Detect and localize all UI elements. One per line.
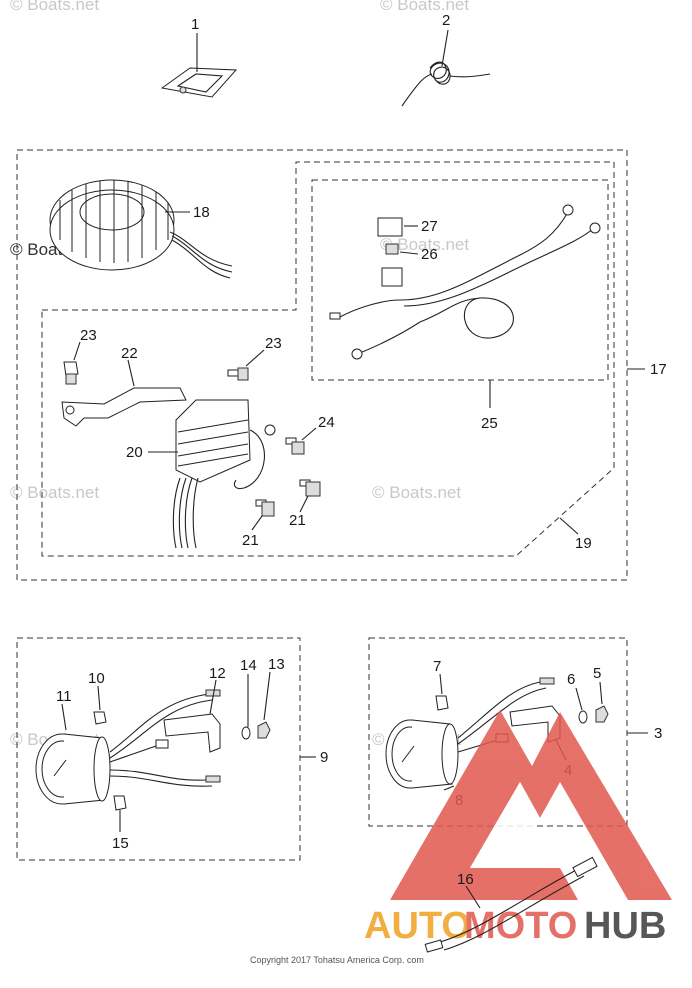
part-23-screw xyxy=(227,367,249,381)
part-13-nut xyxy=(257,721,271,739)
part-23-bolt xyxy=(63,361,79,385)
watermark: © Boats.net xyxy=(380,235,469,254)
callout-15: 15 xyxy=(112,835,129,852)
callout-24: 24 xyxy=(318,414,335,431)
callout-13: 13 xyxy=(268,656,285,673)
callout-19: 19 xyxy=(575,535,592,552)
callout-20: 20 xyxy=(126,444,143,461)
part-11-gauge xyxy=(35,733,111,805)
group-25-outline xyxy=(311,179,609,381)
part-20-regulator xyxy=(172,399,276,549)
part-22-bracket xyxy=(61,387,187,427)
callout-21b: 21 xyxy=(289,512,306,529)
part-24-bolt xyxy=(285,437,305,455)
callout-18: 18 xyxy=(193,204,210,221)
watermark: © Boats.net xyxy=(10,0,99,14)
group-9-outline xyxy=(16,637,301,861)
callout-23b: 23 xyxy=(265,335,282,352)
part-21-bolt xyxy=(255,499,275,517)
part-25-harness xyxy=(329,204,601,360)
callout-10: 10 xyxy=(88,670,105,687)
logo-text-auto: AUTO xyxy=(364,905,471,947)
callout-25: 25 xyxy=(481,415,498,432)
callout-17: 17 xyxy=(650,361,667,378)
callout-22: 22 xyxy=(121,345,138,362)
callout-16: 16 xyxy=(457,871,474,888)
callout-26: 26 xyxy=(421,246,438,263)
callout-12: 12 xyxy=(209,665,226,682)
callout-21a: 21 xyxy=(242,532,259,549)
watermark: © Boats.net xyxy=(380,0,469,14)
part-2-spring xyxy=(401,61,491,107)
watermark: © Boats.net xyxy=(372,483,461,502)
group-17-outline xyxy=(16,149,628,581)
callout-6: 6 xyxy=(567,671,575,688)
callout-9: 9 xyxy=(320,749,328,766)
part-14-washer xyxy=(241,726,251,740)
part-15-bulb xyxy=(113,795,127,811)
callout-7: 7 xyxy=(433,658,441,675)
logo-text-hub: HUB xyxy=(584,905,666,947)
callout-5: 5 xyxy=(593,665,601,682)
part-18-stator xyxy=(49,179,233,279)
part-21-bolt xyxy=(299,479,321,497)
group-19-outline xyxy=(41,161,615,557)
logo-text-moto: MOTO xyxy=(464,905,577,947)
callout-23a: 23 xyxy=(80,327,97,344)
part-6-washer xyxy=(578,710,588,724)
part-7-bulb xyxy=(435,695,449,711)
callout-3: 3 xyxy=(654,725,662,742)
part-16-lead-wire xyxy=(424,856,598,953)
meter-wires-left xyxy=(109,689,221,787)
part-1-packet xyxy=(160,67,238,98)
callout-11: 11 xyxy=(56,688,72,705)
logo-triangle-mark xyxy=(390,710,672,900)
callout-14: 14 xyxy=(240,657,257,674)
callout-1: 1 xyxy=(191,16,199,33)
part-10-bulb xyxy=(93,711,107,725)
watermark: © Boats.net xyxy=(10,483,99,502)
part-12-bracket xyxy=(163,713,221,753)
callout-27: 27 xyxy=(421,218,438,235)
part-5-nut xyxy=(595,705,609,723)
callout-2: 2 xyxy=(442,12,450,29)
copyright-text: Copyright 2017 Tohatsu America Corp. com xyxy=(250,955,424,965)
part-8-gauge xyxy=(385,719,459,789)
